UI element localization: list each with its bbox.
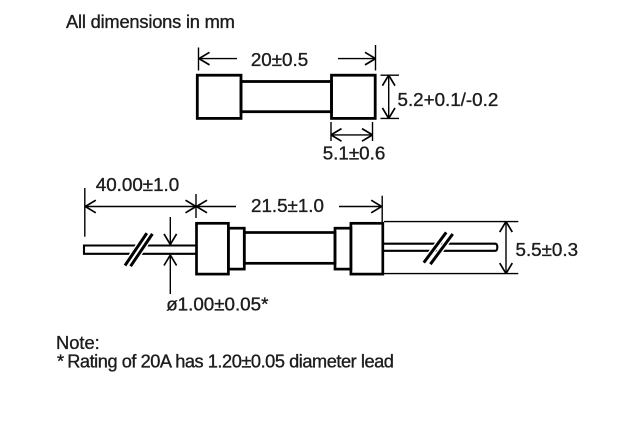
- svg-text:ø1.00±0.05*: ø1.00±0.05*: [166, 294, 269, 315]
- svg-text:Note:: Note:: [56, 332, 100, 353]
- svg-text:5.5±0.3: 5.5±0.3: [516, 239, 579, 260]
- svg-text:21.5±1.0: 21.5±1.0: [251, 195, 324, 216]
- svg-text:All dimensions in mm: All dimensions in mm: [66, 11, 235, 32]
- svg-text:5.1±0.6: 5.1±0.6: [323, 143, 386, 164]
- svg-text:5.2+0.1/-0.2: 5.2+0.1/-0.2: [398, 89, 499, 110]
- svg-text:*Rating of 20A has 1.20±0.05 d: *Rating of 20A has 1.20±0.05 diameter le…: [57, 352, 393, 372]
- svg-text:20±0.5: 20±0.5: [251, 49, 308, 70]
- svg-text:40.00±1.0: 40.00±1.0: [96, 174, 179, 195]
